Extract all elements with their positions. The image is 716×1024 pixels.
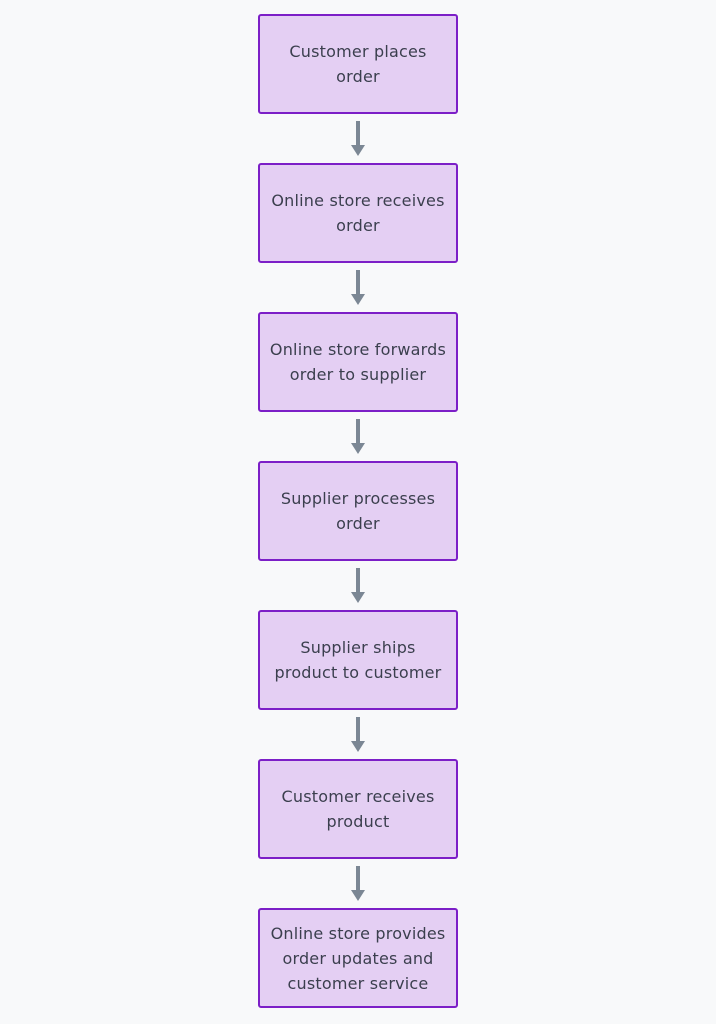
step-label: Online store receives order <box>271 191 445 235</box>
step-label: Online store provides order updates and … <box>270 923 446 993</box>
step-customer-places-order: Customer places order <box>258 14 458 114</box>
arrow-down-icon <box>351 568 365 603</box>
arrow-down-icon <box>351 270 365 305</box>
arrow-down-icon <box>351 866 365 901</box>
step-customer-receives-product: Customer receives product <box>258 759 458 859</box>
step-label: Supplier processes order <box>280 489 436 533</box>
step-label: Customer receives product <box>281 787 435 831</box>
arrow-down-icon <box>351 717 365 752</box>
step-online-store-provides-updates: Online store provides order updates and … <box>258 908 458 1008</box>
arrow-down-icon <box>351 121 365 156</box>
step-label: Customer places order <box>289 42 427 86</box>
step-online-store-receives-order: Online store receives order <box>258 163 458 263</box>
step-supplier-ships-product: Supplier ships product to customer <box>258 610 458 710</box>
step-online-store-forwards-order: Online store forwards order to supplier <box>258 312 458 412</box>
step-label: Supplier ships product to customer <box>274 638 442 682</box>
step-supplier-processes-order: Supplier processes order <box>258 461 458 561</box>
arrow-down-icon <box>351 419 365 454</box>
step-label: Online store forwards order to supplier <box>269 340 447 384</box>
